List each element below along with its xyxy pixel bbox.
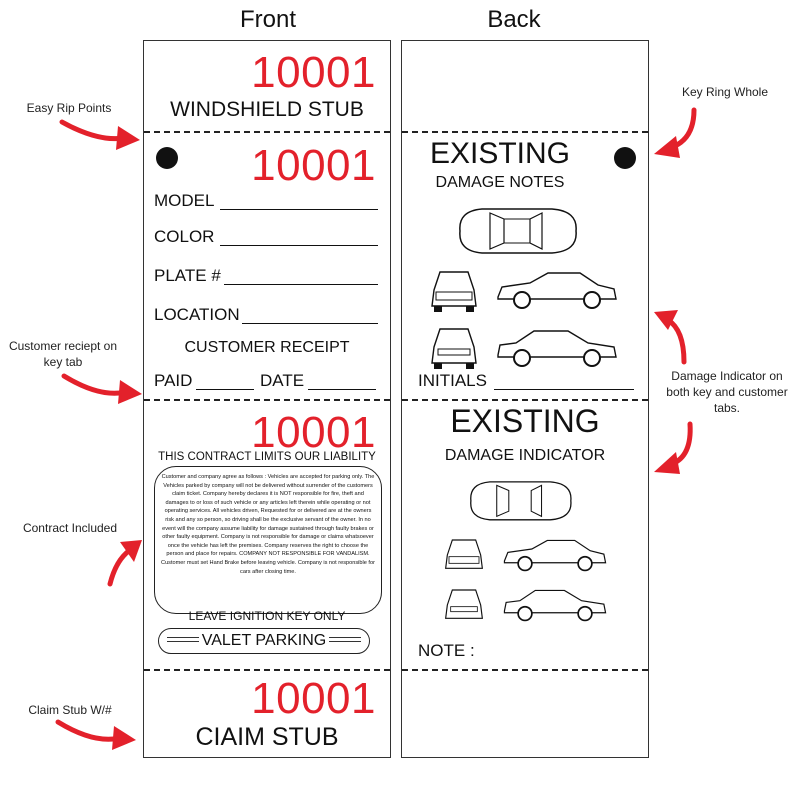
- car-side-view-icon: [503, 589, 607, 622]
- perforation-line: [402, 669, 648, 671]
- red-arrow-icon: [654, 310, 687, 365]
- callout-easy-rip: Easy Rip Points: [26, 101, 112, 115]
- perforation-line: [144, 131, 390, 133]
- perforation-line: [402, 399, 648, 401]
- model-label: MODEL: [154, 191, 215, 210]
- plate-field[interactable]: [224, 284, 378, 285]
- red-arrow-icon: [61, 373, 142, 404]
- red-arrow-icon: [59, 119, 140, 150]
- leave-key-label: LEAVE IGNITION KEY ONLY: [188, 609, 346, 623]
- date-field[interactable]: [308, 389, 376, 390]
- location-label: LOCATION: [154, 305, 240, 324]
- damage-indicator-label: DAMAGE INDICATOR: [444, 447, 606, 464]
- initials-field[interactable]: [494, 389, 634, 390]
- paid-field[interactable]: [196, 389, 254, 390]
- car-rear-view-icon: [445, 589, 483, 619]
- ticket-number: 10001: [251, 408, 376, 457]
- claim-stub-label: CIAIM STUB: [195, 723, 339, 751]
- model-field[interactable]: [220, 209, 378, 210]
- perforation-line: [144, 399, 390, 401]
- callout-claim-stub: Claim Stub W/#: [28, 703, 112, 717]
- car-rear-view-icon: [431, 328, 477, 369]
- car-side-view-icon: [497, 330, 617, 367]
- back-ticket: EXISTING DAMAGE NOTES INITIALS EXISTING …: [401, 40, 649, 758]
- existing-label: EXISTING: [450, 403, 600, 439]
- callout-key-ring: Key Ring Whole: [681, 85, 769, 99]
- damage-notes-label: DAMAGE NOTES: [435, 174, 565, 191]
- existing-label: EXISTING: [429, 137, 571, 170]
- ticket-number: 10001: [251, 674, 376, 723]
- car-front-view-icon: [431, 271, 477, 312]
- front-header: Front: [239, 6, 296, 33]
- valet-parking-label: VALET PARKING: [201, 632, 327, 649]
- ticket-number: 10001: [251, 48, 376, 97]
- initials-label: INITIALS: [418, 371, 487, 390]
- contract-text: Customer and company agree as follows : …: [154, 466, 382, 614]
- color-field[interactable]: [220, 245, 378, 246]
- front-ticket: 10001 WINDSHIELD STUB 10001 MODEL COLOR …: [143, 40, 391, 758]
- car-side-view-icon: [497, 272, 617, 309]
- car-front-view-icon: [445, 539, 483, 569]
- date-label: DATE: [260, 371, 305, 390]
- red-arrow-icon: [654, 421, 693, 474]
- red-arrow-icon: [55, 719, 136, 750]
- perforation-line: [402, 131, 648, 133]
- color-label: COLOR: [154, 227, 215, 246]
- note-label: NOTE :: [418, 641, 475, 660]
- key-ring-hole-icon: [156, 147, 178, 169]
- contract-title: THIS CONTRACT LIMITS OUR LIABILITY: [158, 451, 376, 463]
- perforation-line: [144, 669, 390, 671]
- red-arrow-icon: [654, 107, 697, 158]
- callout-customer-receipt: Customer reciept on key tab: [8, 339, 118, 369]
- location-field[interactable]: [242, 323, 378, 324]
- valet-parking-badge: VALET PARKING: [158, 628, 370, 654]
- back-header: Back: [487, 6, 541, 33]
- car-top-view-icon: [470, 481, 572, 521]
- customer-receipt-label: CUSTOMER RECEIPT: [184, 339, 350, 356]
- car-side-view-icon: [503, 539, 607, 572]
- plate-label: PLATE #: [154, 266, 221, 285]
- key-ring-hole-icon: [614, 147, 636, 169]
- car-top-view-icon: [459, 208, 577, 254]
- paid-label: PAID: [154, 371, 193, 390]
- callout-damage-indicator: Damage Indicator on both key and custome…: [666, 369, 788, 415]
- windshield-stub-label: WINDSHIELD STUB: [170, 98, 364, 121]
- ticket-number: 10001: [251, 141, 376, 190]
- red-arrow-icon: [107, 540, 142, 587]
- callout-contract: Contract Included: [22, 521, 118, 535]
